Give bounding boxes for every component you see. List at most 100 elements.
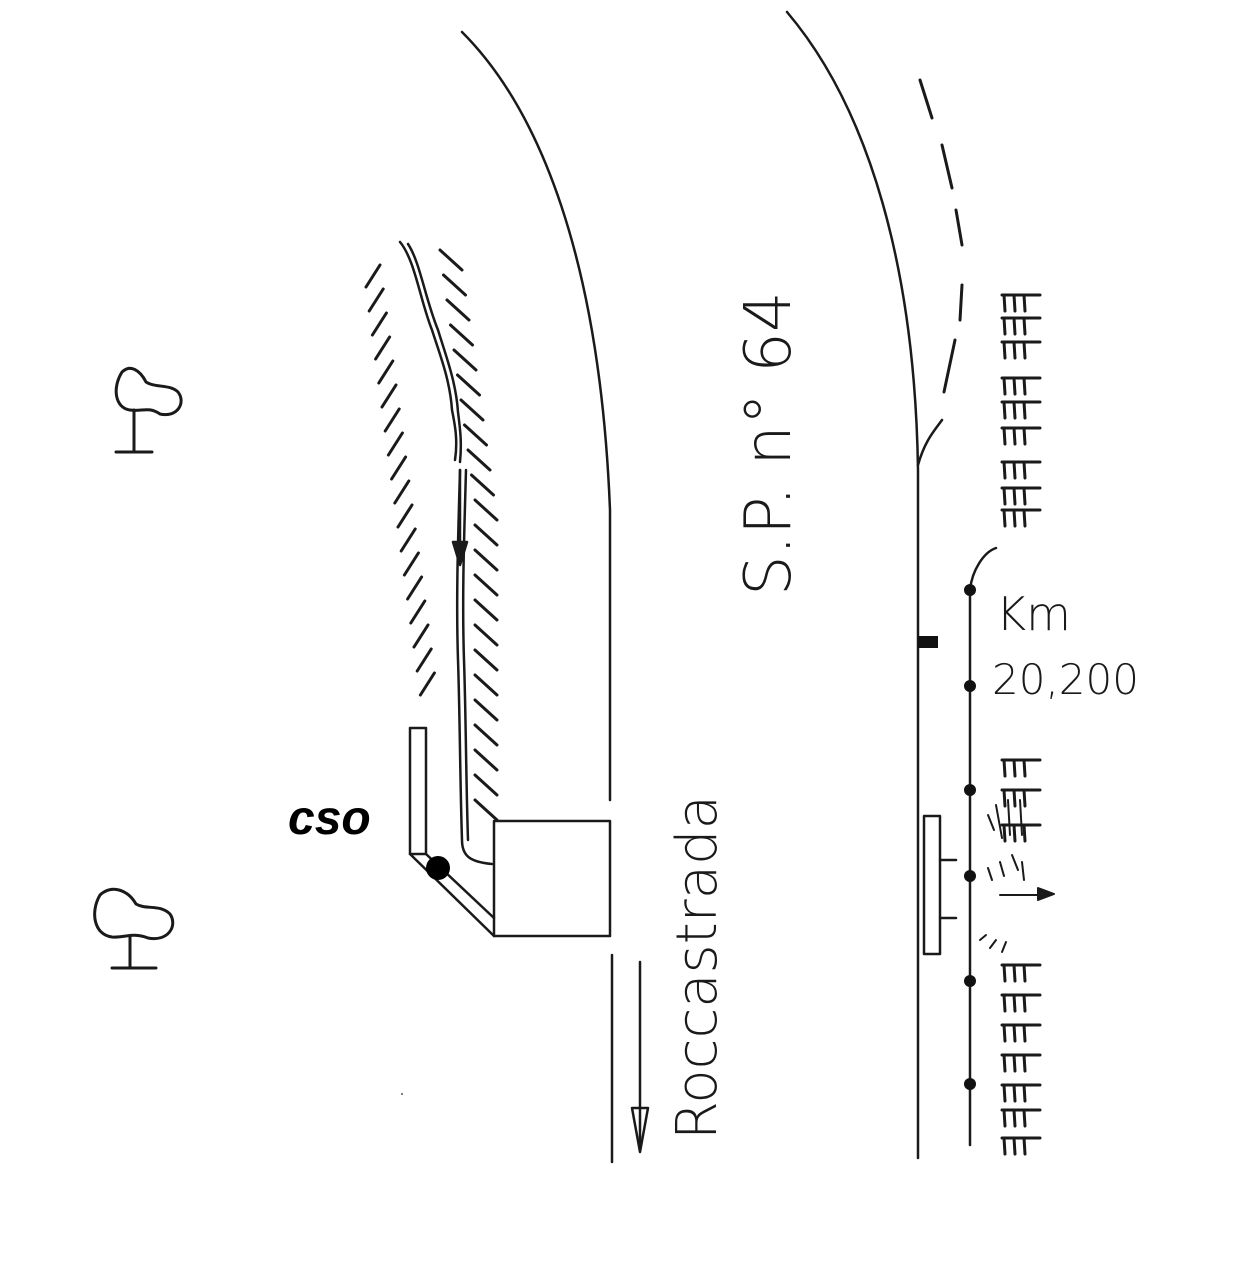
hatch-stroke xyxy=(1002,1083,1007,1103)
hatch-stroke xyxy=(412,623,430,649)
hatch-stroke xyxy=(438,248,464,272)
hatch-stroke xyxy=(1022,1083,1027,1103)
hatch-stroke xyxy=(1002,1023,1007,1043)
tick-row xyxy=(1000,1083,1042,1103)
hatch-stroke xyxy=(1012,486,1017,506)
hatch-stroke xyxy=(473,798,499,822)
tick-row xyxy=(1000,1136,1042,1156)
hatch-stroke xyxy=(406,575,424,601)
cso-structure xyxy=(408,726,612,938)
hatch-stroke xyxy=(473,548,499,572)
hatch-stroke xyxy=(1022,1023,1027,1043)
fence-post xyxy=(964,784,976,796)
arrow-icon xyxy=(630,960,650,1154)
tree-icon xyxy=(114,366,183,454)
hatch-stroke xyxy=(445,298,471,322)
hatch-stroke xyxy=(1012,1108,1017,1128)
hatch-stroke xyxy=(1002,293,1007,313)
hatch-stroke xyxy=(1002,1053,1007,1073)
tick-row xyxy=(1000,426,1042,446)
fence-post xyxy=(964,584,976,596)
hatch-stroke xyxy=(1022,993,1027,1013)
hatch-stroke xyxy=(1022,460,1027,480)
hatch-stroke xyxy=(1022,486,1027,506)
hatch-stroke xyxy=(415,647,433,673)
hatch-stroke xyxy=(1012,508,1017,528)
hatch-stroke xyxy=(473,648,499,672)
hatch-stroke xyxy=(1012,1023,1017,1043)
km-marker xyxy=(918,636,938,648)
tick-row xyxy=(1000,1023,1042,1043)
tick-row xyxy=(1000,316,1042,336)
direction-label: Roccastrada xyxy=(665,795,730,1140)
hatch-stroke xyxy=(473,673,499,697)
hatch-stroke xyxy=(1002,400,1007,420)
hatch-stroke xyxy=(1022,1053,1027,1073)
hatch-stroke xyxy=(1012,1053,1017,1073)
hatch-stroke xyxy=(1012,400,1017,420)
hatch-stroke xyxy=(473,623,499,647)
hatch-stroke xyxy=(370,311,388,337)
side-flow xyxy=(979,799,1055,953)
hatch-stroke xyxy=(1012,963,1017,983)
hatch-stroke xyxy=(466,448,492,472)
hatch-stroke xyxy=(380,383,398,409)
tick-row xyxy=(1000,788,1042,808)
hatch-stroke xyxy=(393,479,411,505)
hatch-stroke xyxy=(1022,426,1027,446)
cso-label: cso xyxy=(288,792,371,845)
tick-row xyxy=(1000,993,1042,1013)
hatch-stroke xyxy=(463,423,488,447)
hatch-stroke xyxy=(383,407,401,433)
hatch-stroke xyxy=(374,335,392,361)
dashed-edge xyxy=(918,78,964,394)
fence-post xyxy=(964,975,976,987)
km-value: 20,200 xyxy=(992,655,1139,704)
hatch-stroke xyxy=(1012,823,1017,843)
hatch-stroke xyxy=(1012,293,1017,313)
hatch-stroke xyxy=(449,323,474,347)
hatch-stroke xyxy=(1022,376,1027,396)
tick-row xyxy=(1000,340,1042,360)
hatch-stroke xyxy=(473,698,499,722)
hatch-stroke xyxy=(1002,993,1007,1013)
embankment-hatching xyxy=(364,248,499,822)
hatch-stroke xyxy=(1002,508,1007,528)
tick-row xyxy=(1000,293,1042,313)
tick-row xyxy=(1000,758,1042,778)
hatch-stroke xyxy=(1012,1136,1017,1156)
hatch-stroke xyxy=(1022,758,1027,778)
hatch-stroke xyxy=(1022,508,1027,528)
tick-row xyxy=(1000,508,1042,528)
hatch-stroke xyxy=(386,431,404,457)
hatch-stroke xyxy=(1002,426,1007,446)
hatch-stroke xyxy=(1002,823,1007,843)
right-embankment-hatching xyxy=(1000,293,1042,1156)
hatch-stroke xyxy=(1022,293,1027,313)
hatch-stroke xyxy=(1002,1136,1007,1156)
hatch-stroke xyxy=(1022,823,1027,843)
hatch-stroke xyxy=(402,551,420,577)
hatch-stroke xyxy=(1002,1108,1007,1128)
hatch-stroke xyxy=(1012,376,1017,396)
hatch-stroke xyxy=(452,348,478,372)
hatch-stroke xyxy=(456,373,481,397)
road-name-label: S.P. n° 64 xyxy=(732,291,806,596)
hatch-stroke xyxy=(1002,340,1007,360)
hatch-stroke xyxy=(473,573,499,597)
tick-row xyxy=(1000,400,1042,420)
hatch-stroke xyxy=(377,359,395,385)
hatch-stroke xyxy=(473,523,499,547)
hatch-stroke xyxy=(367,287,385,313)
hatch-stroke xyxy=(1012,426,1017,446)
hatch-stroke xyxy=(1002,963,1007,983)
hatch-stroke xyxy=(1022,1108,1027,1128)
hatch-stroke xyxy=(1002,376,1007,396)
speck xyxy=(401,1093,403,1095)
hatch-stroke xyxy=(442,273,467,297)
fence-post xyxy=(964,870,976,882)
hatch-stroke xyxy=(1022,400,1027,420)
hatch-stroke xyxy=(1012,460,1017,480)
hatch-stroke xyxy=(1012,993,1017,1013)
flow-arrow xyxy=(451,468,469,567)
